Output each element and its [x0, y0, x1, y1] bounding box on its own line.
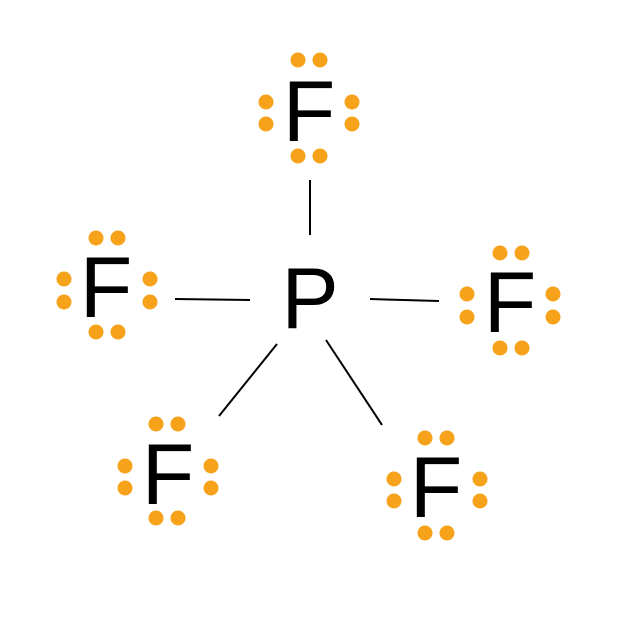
lone-pair-electron-left-6 — [142, 294, 158, 310]
lone-pair-electron-top-4 — [258, 116, 274, 132]
lone-pair-electron-left-3 — [56, 271, 72, 287]
lone-pair-electron-right-6 — [545, 309, 561, 325]
central-atom-p: P — [281, 251, 338, 347]
lone-pair-electron-top-5 — [344, 94, 360, 110]
lone-pair-electron-right-1 — [492, 245, 508, 261]
lone-pair-electron-bottom-left-7 — [148, 510, 164, 526]
lone-pair-electron-bottom-right-3 — [386, 471, 402, 487]
lone-pair-electron-bottom-left-4 — [117, 480, 133, 496]
lone-pair-electron-left-5 — [142, 271, 158, 287]
bond-p-f-left — [174, 298, 251, 301]
lone-pair-electron-bottom-left-2 — [170, 416, 186, 432]
lone-pair-electron-bottom-left-3 — [117, 458, 133, 474]
lone-pair-electron-top-7 — [290, 148, 306, 164]
lone-pair-electron-left-7 — [88, 324, 104, 340]
lone-pair-electron-right-4 — [459, 309, 475, 325]
lone-pair-electron-bottom-left-5 — [203, 458, 219, 474]
lone-pair-electron-bottom-right-8 — [439, 525, 455, 541]
lone-pair-electron-bottom-left-1 — [148, 416, 164, 432]
lone-pair-electron-right-2 — [514, 245, 530, 261]
bonds-group — [174, 180, 440, 426]
fluorine-atom-left: F — [80, 240, 133, 336]
fluorine-atom-top: F — [283, 64, 336, 160]
lone-pair-electron-bottom-right-1 — [417, 430, 433, 446]
lone-pair-electron-left-2 — [110, 230, 126, 246]
lone-pair-electron-right-3 — [459, 286, 475, 302]
bond-p-f-bottom-right — [325, 339, 383, 426]
lone-pair-electron-bottom-right-2 — [439, 430, 455, 446]
lone-pair-electron-bottom-right-5 — [472, 471, 488, 487]
bond-p-f-bottom-left — [218, 343, 278, 417]
lone-pairs-group — [56, 52, 561, 541]
fluorine-atom-bottom-left: F — [142, 427, 195, 523]
fluorine-atom-bottom-right: F — [410, 440, 463, 536]
lone-pair-electron-left-1 — [88, 230, 104, 246]
lone-pair-electron-right-7 — [492, 340, 508, 356]
lone-pair-electron-bottom-right-4 — [386, 493, 402, 509]
lone-pair-electron-left-4 — [56, 294, 72, 310]
fluorine-atom-right: F — [484, 255, 537, 351]
lone-pair-electron-top-6 — [344, 116, 360, 132]
lone-pair-electron-right-5 — [545, 286, 561, 302]
lone-pair-electron-top-1 — [290, 52, 306, 68]
lone-pair-electron-top-3 — [258, 94, 274, 110]
lone-pair-electron-top-8 — [312, 148, 328, 164]
lone-pair-electron-bottom-right-7 — [417, 525, 433, 541]
lone-pair-electron-bottom-right-6 — [472, 493, 488, 509]
lone-pair-electron-top-2 — [312, 52, 328, 68]
lone-pair-electron-left-8 — [110, 324, 126, 340]
lone-pair-electron-bottom-left-8 — [170, 510, 186, 526]
lone-pair-electron-right-8 — [514, 340, 530, 356]
bond-p-f-right — [369, 298, 440, 302]
lone-pair-electron-bottom-left-6 — [203, 480, 219, 496]
